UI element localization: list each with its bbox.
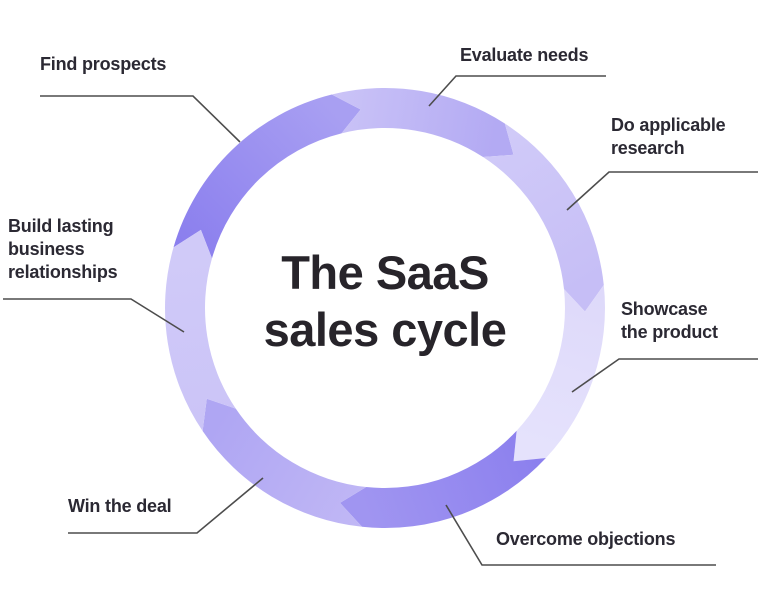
- label-build-lasting-business-relationships: Build lasting business relationships: [8, 216, 118, 282]
- connector-showcase-the-product: [571, 358, 758, 393]
- connector-find-prospects: [40, 95, 241, 143]
- connector-evaluate-needs: [428, 75, 606, 107]
- segment-overcome-objections: [340, 430, 546, 528]
- label-do-applicable-research: Do applicable research: [611, 115, 726, 158]
- diagram-title-line2: sales cycle: [263, 303, 507, 356]
- connector-do-applicable-research: [566, 171, 758, 211]
- segment-showcase-the-product: [513, 285, 605, 462]
- label-win-the-deal: Win the deal: [68, 496, 172, 516]
- connector-lines: [3, 75, 758, 566]
- segment-win-the-deal: [202, 398, 367, 527]
- label-evaluate-needs: Evaluate needs: [460, 45, 589, 65]
- connector-win-the-deal: [68, 477, 264, 534]
- label-find-prospects: Find prospects: [40, 54, 167, 74]
- segment-do-applicable-research: [483, 123, 604, 312]
- label-showcase-the-product: Showcase the product: [621, 299, 718, 342]
- label-overcome-objections: Overcome objections: [496, 529, 676, 549]
- diagram-title-line1: The SaaS: [281, 246, 489, 299]
- segment-build-lasting-business-relationships: [164, 229, 236, 432]
- cycle-segments: [164, 87, 605, 528]
- connector-overcome-objections: [445, 504, 716, 566]
- connector-build-lasting-business-relationships: [3, 298, 185, 333]
- segment-evaluate-needs: [331, 87, 514, 158]
- segment-find-prospects: [173, 94, 361, 259]
